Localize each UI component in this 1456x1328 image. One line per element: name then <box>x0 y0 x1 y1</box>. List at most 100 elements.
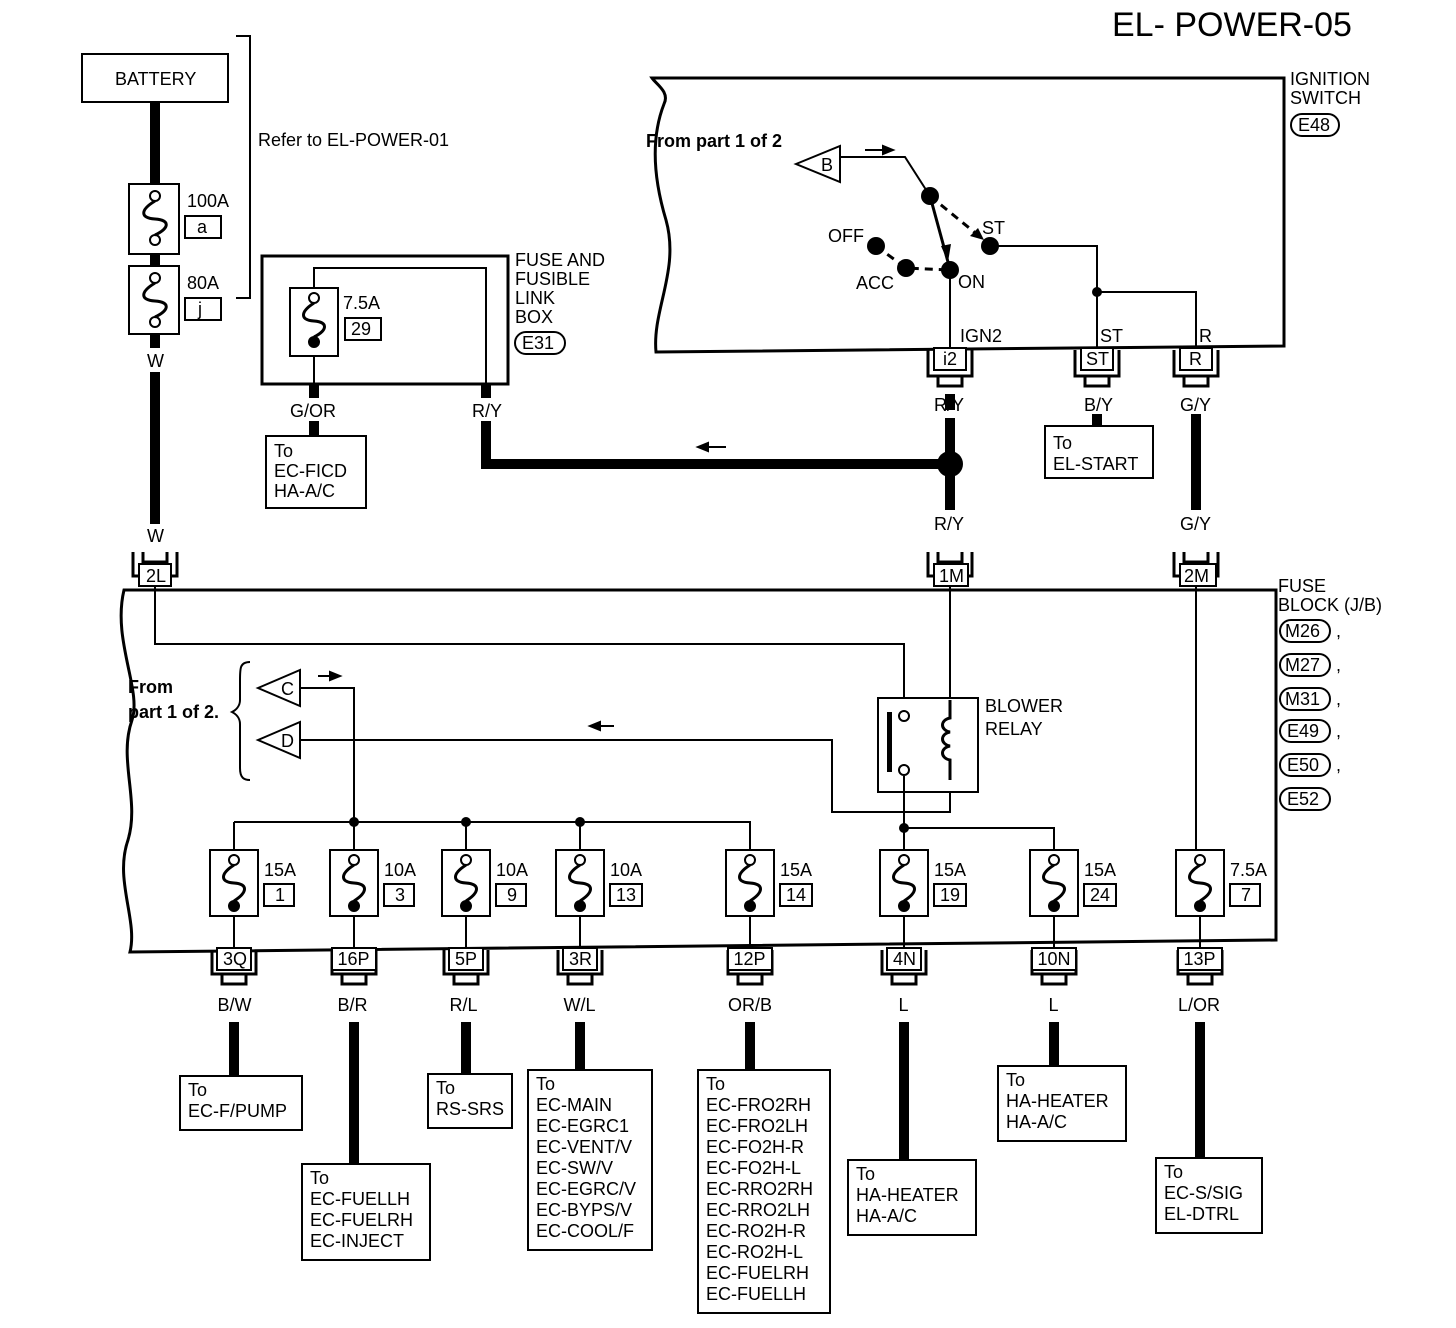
dest-12P-line-2: EC-FRO2LH <box>706 1116 808 1136</box>
dest-3R-line-5: EC-EGRC/V <box>536 1179 636 1199</box>
dest-3Q-box <box>179 1075 303 1131</box>
wire-12P-color: OR/B <box>728 995 772 1015</box>
fuse-9-term-bot <box>460 900 472 912</box>
dest-3R-box <box>527 1069 653 1251</box>
fuse-9-element <box>454 863 478 903</box>
fb-comma-1: , <box>1336 621 1341 641</box>
dest-5P-box <box>427 1073 513 1129</box>
dest-3R-line-6: EC-BYPS/V <box>536 1200 632 1220</box>
wire-10N-color: L <box>1049 995 1059 1015</box>
d-label: D <box>281 731 294 751</box>
r-term-label: R <box>1199 326 1212 346</box>
fuse-80a <box>128 265 180 335</box>
dest-3R-line-2: EC-EGRC1 <box>536 1116 629 1136</box>
ign-wire-by: B/Y <box>1084 395 1113 415</box>
ign-conn: E48 <box>1298 115 1330 135</box>
conn-5P-box <box>448 947 484 971</box>
dest-13P-line-1: EC-S/SIG <box>1164 1183 1243 1203</box>
dest-16P-box <box>301 1163 431 1261</box>
fuse-13-element <box>568 863 592 903</box>
wire-w-bot: W <box>147 526 164 546</box>
dest-3R-line-0: To <box>536 1074 555 1094</box>
r-lead <box>1097 291 1197 350</box>
fb-line-2: BLOCK (J/B) <box>1278 595 1382 615</box>
flb-line-4: BOX <box>515 307 553 327</box>
ign-conn-oval <box>1290 113 1340 137</box>
dest-5P-line-1: RS-SRS <box>436 1099 504 1119</box>
fuse-100a <box>128 183 180 255</box>
dest-13P-line-2: EL-DTRL <box>1164 1204 1239 1224</box>
bus-junction-3 <box>349 817 359 827</box>
dest-12P-line-3: EC-FO2H-R <box>706 1137 804 1157</box>
c-wire <box>300 687 355 822</box>
conn-r-label: R <box>1189 349 1202 369</box>
conn-3Q-box <box>216 947 252 971</box>
conn-3Q-pin <box>220 974 248 986</box>
fuse-29-amp: 7.5A <box>343 293 380 313</box>
fuse-29 <box>289 287 339 357</box>
fuse-link-box <box>260 254 510 386</box>
acc-label: ACC <box>856 273 894 293</box>
ign-line-2: SWITCH <box>1290 88 1361 108</box>
off-node <box>867 237 885 255</box>
dest-10N-line-1: HA-HEATER <box>1006 1091 1109 1111</box>
st-lead <box>990 245 1098 350</box>
ficd-dest-2: EC-FICD <box>274 461 347 481</box>
dest-12P-line-5: EC-RRO2RH <box>706 1179 813 1199</box>
on-label: ON <box>958 272 985 292</box>
fuse-13-term-top <box>574 854 586 866</box>
conn-16P-pin <box>340 974 368 986</box>
relay-contact-bar <box>887 712 892 772</box>
d-wire <box>300 739 951 813</box>
conn-10N-pin <box>1040 974 1068 986</box>
dest-16P-line-1: EC-FUELLH <box>310 1189 410 1209</box>
st-term-label: ST <box>1100 326 1123 346</box>
conn-4N-pin <box>890 974 918 986</box>
flb-line-1: FUSE AND <box>515 250 605 270</box>
ficd-dest-1: To <box>274 441 293 461</box>
dest-4N-line-2: HA-A/C <box>856 1206 917 1226</box>
fuse-19-element <box>892 863 916 903</box>
wire-2l-relay <box>154 586 905 716</box>
conn-13P-box <box>1177 947 1223 971</box>
conn-10N-box <box>1031 947 1077 971</box>
conn-2m-label: 2M <box>1184 566 1209 586</box>
fuse-19-term-top <box>898 854 910 866</box>
fuse-1-element <box>222 863 246 903</box>
from-part-1: From <box>128 677 173 697</box>
flb-wire-right: R/Y <box>472 401 502 421</box>
bus-line <box>234 821 751 850</box>
battery-label: BATTERY <box>115 69 196 89</box>
dest-12P-line-6: EC-RRO2LH <box>706 1200 810 1220</box>
conn-2l <box>131 552 179 587</box>
st-label: ST <box>982 218 1005 238</box>
wire-5P-color: R/L <box>450 995 478 1015</box>
blower-relay-box <box>877 697 979 793</box>
refer-label: Refer to EL-POWER-01 <box>258 130 449 150</box>
dest-12P-line-10: EC-FUELLH <box>706 1284 806 1304</box>
conn-4N-box <box>886 947 922 971</box>
fuse-7-amp: 7.5A <box>1230 860 1267 880</box>
fb-conns <box>1279 619 1331 811</box>
ign2-label: IGN2 <box>960 326 1002 346</box>
conn-i2-label: i2 <box>943 349 957 369</box>
fb-line-1: FUSE <box>1278 576 1326 596</box>
ign-dash-arrow <box>970 228 984 240</box>
dest-3R-line-4: EC-SW/V <box>536 1158 613 1178</box>
fuse-24-element <box>1042 863 1066 903</box>
conn-r <box>1172 347 1220 388</box>
fuse-9-id: 9 <box>507 885 517 905</box>
fuse-1-idbox <box>263 883 295 907</box>
b-wire <box>840 156 931 197</box>
dest-12P-line-8: EC-RO2H-L <box>706 1242 803 1262</box>
fb-comma-4: , <box>1336 721 1341 741</box>
relay-term-2 <box>898 764 910 776</box>
conn-3Q-bracket <box>210 950 258 976</box>
fuse-80a-idbox <box>184 297 222 321</box>
fuse-1-term-bot <box>228 900 240 912</box>
fuse-24-id: 24 <box>1090 885 1110 905</box>
wire-w-top: W <box>147 351 164 371</box>
conn-13P-pin <box>1186 974 1214 986</box>
acc-node <box>897 259 915 277</box>
dest-4N-box <box>847 1159 977 1236</box>
